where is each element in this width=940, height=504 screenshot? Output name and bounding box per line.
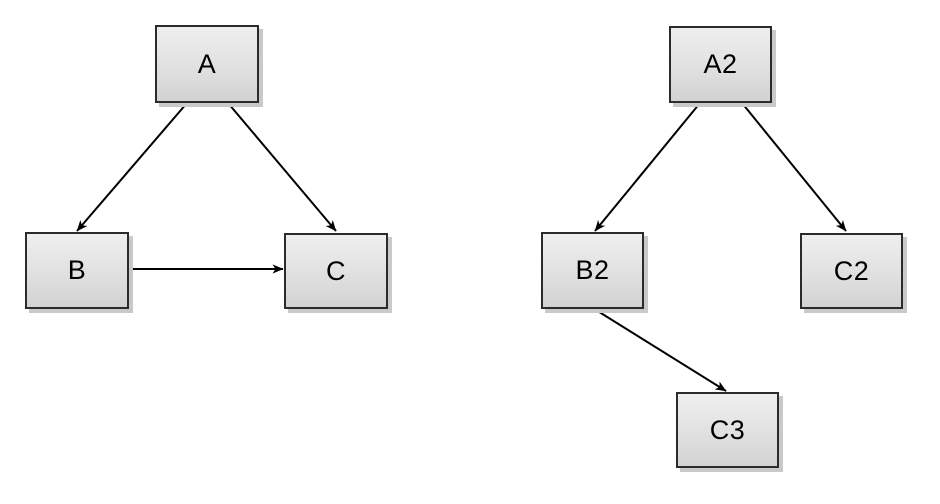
node-label-b: B <box>67 255 87 285</box>
node-label-a: A <box>197 48 217 79</box>
node-a[interactable]: A <box>155 25 259 103</box>
node-a2[interactable]: A2 <box>669 26 772 103</box>
edge-a-to-c <box>227 102 337 232</box>
node-b2[interactable]: B2 <box>541 232 644 309</box>
edge-a2-to-c2 <box>741 102 847 232</box>
edge-a-to-b <box>76 102 188 232</box>
node-label-b2: B2 <box>575 255 610 285</box>
node-c3[interactable]: C3 <box>676 392 779 468</box>
node-b[interactable]: B <box>25 232 129 309</box>
node-label-c2: C2 <box>833 255 870 286</box>
node-label-c3: C3 <box>709 414 746 445</box>
node-label-a2: A2 <box>703 49 738 79</box>
node-c2[interactable]: C2 <box>800 233 903 309</box>
edge-a2-to-b2 <box>594 102 701 232</box>
edge-b2-to-c3 <box>595 309 727 392</box>
node-label-c: C <box>326 255 346 286</box>
node-c[interactable]: C <box>284 233 388 309</box>
